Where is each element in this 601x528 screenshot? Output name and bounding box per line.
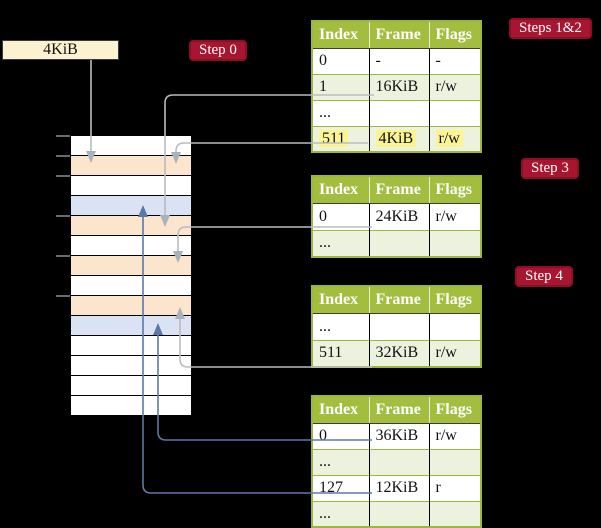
highlighted-value: 511 <box>319 129 349 147</box>
pt-cell: 1 <box>312 73 370 100</box>
pt-header-flags: Flags <box>429 176 481 204</box>
pt-cell: - <box>369 47 430 74</box>
memory-row-40kib <box>71 336 191 356</box>
memory-row-32kib <box>71 296 191 316</box>
badge-steps-1-2: Steps 1&2 <box>509 18 592 39</box>
memory-row-44kib <box>71 356 191 376</box>
memory-row-0kib <box>71 136 191 156</box>
pt-cell: ... <box>312 229 370 257</box>
frame-size-box: 4KiB <box>2 40 119 60</box>
pt-header-flags: Flags <box>429 286 481 314</box>
pt-cell: - <box>429 47 481 74</box>
memory-row-4kib <box>71 156 191 176</box>
pt-cell <box>369 229 430 257</box>
pt-cell: 4KiB <box>369 125 430 152</box>
pt-cell: 12KiB <box>369 474 430 501</box>
pt-cell <box>429 99 481 126</box>
memory-row-24kib <box>71 256 191 276</box>
pt-row-0: 0-- <box>312 47 481 74</box>
pt-row-...: ... <box>312 99 481 126</box>
memory-tick-marks <box>56 135 70 297</box>
pt-cell: 24KiB <box>369 202 430 230</box>
memory-row-20kib <box>71 236 191 256</box>
pt-header-index: Index <box>312 286 370 314</box>
memory-row-48kib <box>71 376 191 396</box>
pt-cell: 511 <box>312 125 370 152</box>
frame-size-label: 4KiB <box>43 41 78 58</box>
memory-row-12kib <box>71 196 191 216</box>
pt-cell <box>369 500 430 527</box>
pt-cell: r/w <box>429 73 481 100</box>
pt-row-...: ... <box>312 448 481 475</box>
pt-cell: ... <box>312 99 370 126</box>
pt-cell: r/w <box>429 339 481 367</box>
memory-row-16kib <box>71 216 191 236</box>
pt-cell: ... <box>312 312 370 340</box>
pt-cell: 127 <box>312 474 370 501</box>
highlighted-value: r/w <box>435 129 463 147</box>
memory-row-36kib <box>71 316 191 336</box>
pt-cell: r/w <box>429 422 481 449</box>
pt-cell: ... <box>312 500 370 527</box>
pt-header-index: Index <box>312 21 370 49</box>
pt-row-...: ... <box>312 312 481 340</box>
pt-header-frame: Frame <box>369 396 430 424</box>
pt-cell <box>429 500 481 527</box>
pt-cell: 0 <box>312 202 370 230</box>
pt-cell <box>429 312 481 340</box>
memory-row-8kib <box>71 176 191 196</box>
highlighted-value: 4KiB <box>375 129 417 147</box>
badge-step-4: Step 4 <box>515 266 573 287</box>
badge-step-3: Step 3 <box>521 158 579 179</box>
pt-cell: 0 <box>312 422 370 449</box>
pt-header-frame: Frame <box>369 21 430 49</box>
pt-header-flags: Flags <box>429 396 481 424</box>
pt-cell: 32KiB <box>369 339 430 367</box>
pt-cell: r/w <box>429 125 481 152</box>
pt-header-frame: Frame <box>369 176 430 204</box>
pt-row-511: 511 4KiB r/w <box>312 125 481 152</box>
pt-cell <box>429 448 481 475</box>
memory-row-28kib <box>71 276 191 296</box>
memory-row-52kib <box>71 396 191 415</box>
pt-cell: 36KiB <box>369 422 430 449</box>
pt-cell: ... <box>312 448 370 475</box>
pt-header-index: Index <box>312 396 370 424</box>
pt-cell <box>369 99 430 126</box>
pt-cell: 0 <box>312 47 370 74</box>
pt-header-flags: Flags <box>429 21 481 49</box>
pt-cell <box>429 229 481 257</box>
pt-cell: 16KiB <box>369 73 430 100</box>
pt-header-frame: Frame <box>369 286 430 314</box>
pt-cell: r/w <box>429 202 481 230</box>
pt-cell <box>369 448 430 475</box>
badge-step-0: Step 0 <box>189 40 247 61</box>
pt-header-index: Index <box>312 176 370 204</box>
physical-memory-column <box>70 135 192 416</box>
pt-cell: 511 <box>312 339 370 367</box>
pt-cell: r <box>429 474 481 501</box>
pt-cell <box>369 312 430 340</box>
pt-row-...: ... <box>312 229 481 257</box>
pt-row-...: ... <box>312 500 481 527</box>
